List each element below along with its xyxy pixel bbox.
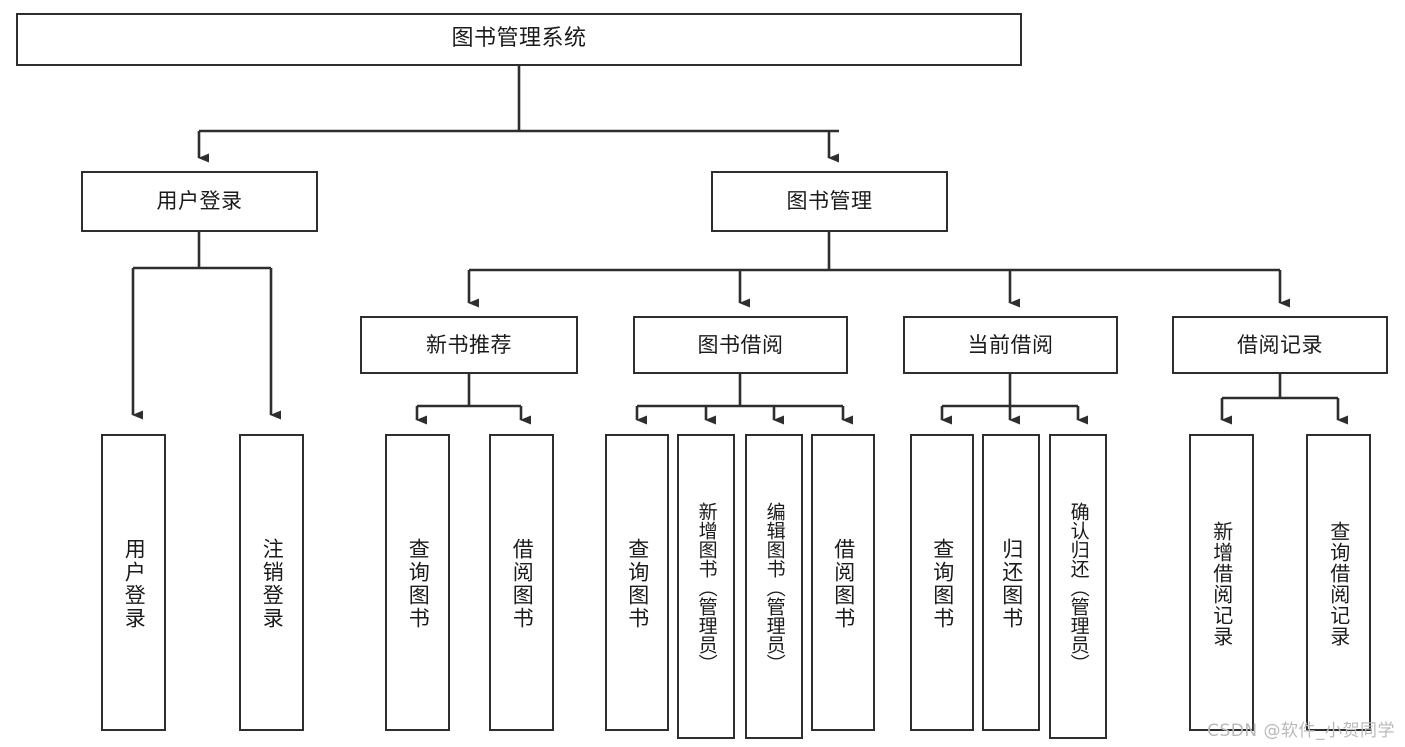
node-leaf-confirm-return[interactable]: 确认归还（管理员） bbox=[1049, 434, 1107, 739]
node-leaf-add-book[interactable]: 新增图书（管理员） bbox=[677, 434, 735, 739]
node-current-borrow[interactable]: 当前借阅 bbox=[903, 316, 1118, 374]
node-leaf-query-book-3[interactable]: 查询图书 bbox=[910, 434, 974, 731]
node-borrow-record-label: 借阅记录 bbox=[1237, 332, 1323, 357]
node-leaf-return-book[interactable]: 归还图书 bbox=[982, 434, 1040, 731]
node-leaf-logout-login[interactable]: 注销登录 bbox=[239, 434, 304, 731]
node-leaf-logout-login-label: 注销登录 bbox=[260, 537, 285, 630]
node-leaf-query-book-3-label: 查询图书 bbox=[930, 537, 955, 630]
node-borrow-record[interactable]: 借阅记录 bbox=[1172, 316, 1388, 374]
node-root[interactable]: 图书管理系统 bbox=[16, 13, 1022, 66]
node-current-borrow-label: 当前借阅 bbox=[967, 332, 1054, 357]
node-leaf-borrow-book-2[interactable]: 借阅图书 bbox=[811, 434, 875, 731]
node-user-login[interactable]: 用户登录 bbox=[81, 171, 318, 232]
node-leaf-borrow-book-1[interactable]: 借阅图书 bbox=[489, 434, 554, 731]
node-leaf-query-book-1-label: 查询图书 bbox=[406, 537, 431, 630]
node-book-manage[interactable]: 图书管理 bbox=[711, 171, 948, 232]
node-root-label: 图书管理系统 bbox=[451, 26, 587, 52]
node-book-borrow-label: 图书借阅 bbox=[697, 332, 784, 357]
node-leaf-user-login-label: 用户登录 bbox=[122, 537, 147, 630]
node-leaf-edit-book-label: 编辑图书（管理员） bbox=[763, 502, 786, 673]
node-leaf-confirm-return-label: 确认归还（管理员） bbox=[1067, 502, 1090, 673]
node-leaf-user-login[interactable]: 用户登录 bbox=[101, 434, 166, 731]
node-leaf-add-record-label: 新增借阅记录 bbox=[1209, 520, 1234, 647]
node-leaf-add-book-label: 新增图书（管理员） bbox=[695, 502, 718, 673]
node-new-book-recommend[interactable]: 新书推荐 bbox=[360, 316, 578, 374]
node-leaf-borrow-book-1-label: 借阅图书 bbox=[510, 537, 535, 630]
node-leaf-query-record[interactable]: 查询借阅记录 bbox=[1306, 434, 1371, 731]
node-leaf-query-record-label: 查询借阅记录 bbox=[1326, 520, 1351, 647]
node-new-book-recommend-label: 新书推荐 bbox=[426, 332, 512, 357]
node-leaf-borrow-book-2-label: 借阅图书 bbox=[831, 537, 856, 630]
node-leaf-query-book-1[interactable]: 查询图书 bbox=[385, 434, 450, 731]
csdn-watermark: CSDN @软件_小贺同学 bbox=[1207, 721, 1395, 741]
node-leaf-query-book-2-label: 查询图书 bbox=[625, 537, 650, 630]
node-leaf-return-book-label: 归还图书 bbox=[999, 537, 1024, 630]
node-leaf-edit-book[interactable]: 编辑图书（管理员） bbox=[745, 434, 803, 739]
node-leaf-add-record[interactable]: 新增借阅记录 bbox=[1189, 434, 1254, 731]
node-book-borrow[interactable]: 图书借阅 bbox=[633, 316, 848, 374]
node-leaf-query-book-2[interactable]: 查询图书 bbox=[605, 434, 669, 731]
node-user-login-label: 用户登录 bbox=[156, 189, 243, 214]
node-book-manage-label: 图书管理 bbox=[786, 189, 873, 214]
